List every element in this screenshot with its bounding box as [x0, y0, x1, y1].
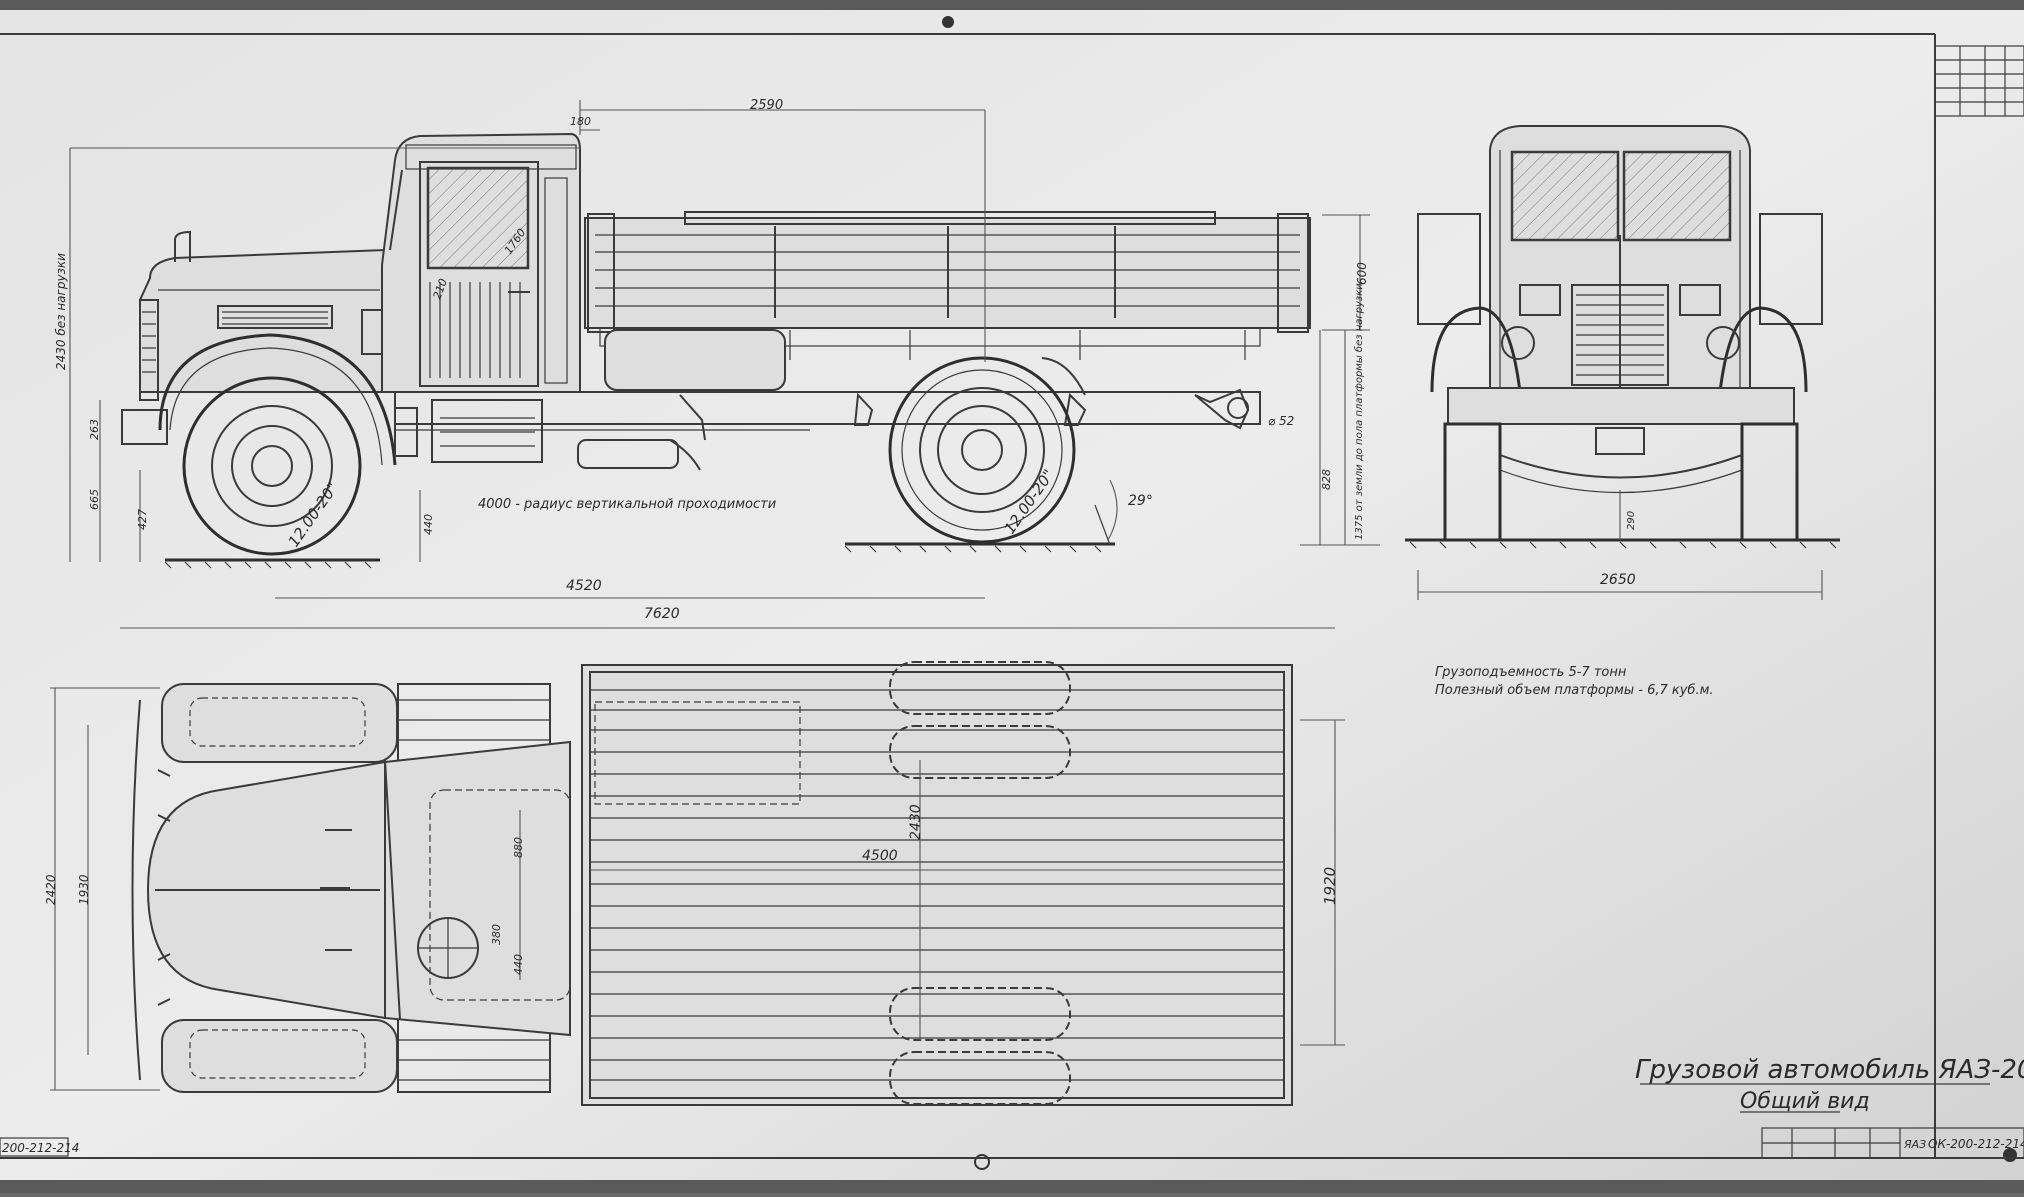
dim-440: 440: [422, 514, 435, 535]
hook-diameter: ⌀ 52: [1268, 414, 1294, 428]
title-block: [1761, 1127, 2024, 1159]
stamp-code: ОК-200-212-214: [1928, 1137, 2024, 1151]
dim-427: 427: [136, 509, 149, 530]
dim-440: 440: [512, 954, 525, 975]
dim-263: 263: [88, 419, 101, 440]
stamp-model: ЯАЗ: [1903, 1138, 1926, 1151]
dim-1375: 1375 от земли до пола платформы без нагр…: [1353, 283, 1365, 540]
dim-1920: 1920: [1321, 867, 1339, 905]
dim-380: 380: [490, 924, 503, 945]
front-view: [1405, 125, 1840, 600]
dim-2430: 2430 без нагрузки: [54, 253, 68, 370]
dim-828: 828: [1320, 469, 1333, 490]
dim-4500: 4500: [862, 848, 898, 864]
dim-600: 600: [1355, 262, 1369, 285]
departure-angle: 29°: [1128, 493, 1153, 509]
dim-2420: 2420: [44, 874, 58, 905]
dim-665: 665: [88, 489, 101, 510]
dim-4520: 4520: [566, 578, 602, 594]
corner-code: 200-212-214: [2, 1141, 79, 1155]
revision-table: [1934, 45, 2024, 117]
dim-7620: 7620: [644, 606, 680, 622]
drawing-subtitle: Общий вид: [1740, 1089, 1870, 1114]
drawing-title: Грузовой автомобиль ЯАЗ-200-212-214: [1635, 1055, 2024, 1085]
dim-2430-platform: 2430: [908, 804, 924, 840]
dim-180: 180: [570, 115, 591, 128]
dim-290: 290: [1626, 511, 1637, 530]
pin-hole: [942, 16, 954, 28]
spec-capacity: Грузоподъемность 5-7 тонн: [1435, 665, 1627, 680]
side-view: [69, 100, 1380, 629]
turning-radius-note: 4000 - радиус вертикальной проходимости: [478, 497, 776, 512]
spec-volume: Полезный объем платформы - 6,7 куб.м.: [1435, 683, 1714, 698]
dim-2590: 2590: [750, 98, 783, 113]
dim-2650: 2650: [1600, 572, 1636, 588]
top-view: [50, 661, 1345, 1106]
dim-880: 880: [512, 837, 525, 858]
dim-1930: 1930: [77, 874, 91, 905]
